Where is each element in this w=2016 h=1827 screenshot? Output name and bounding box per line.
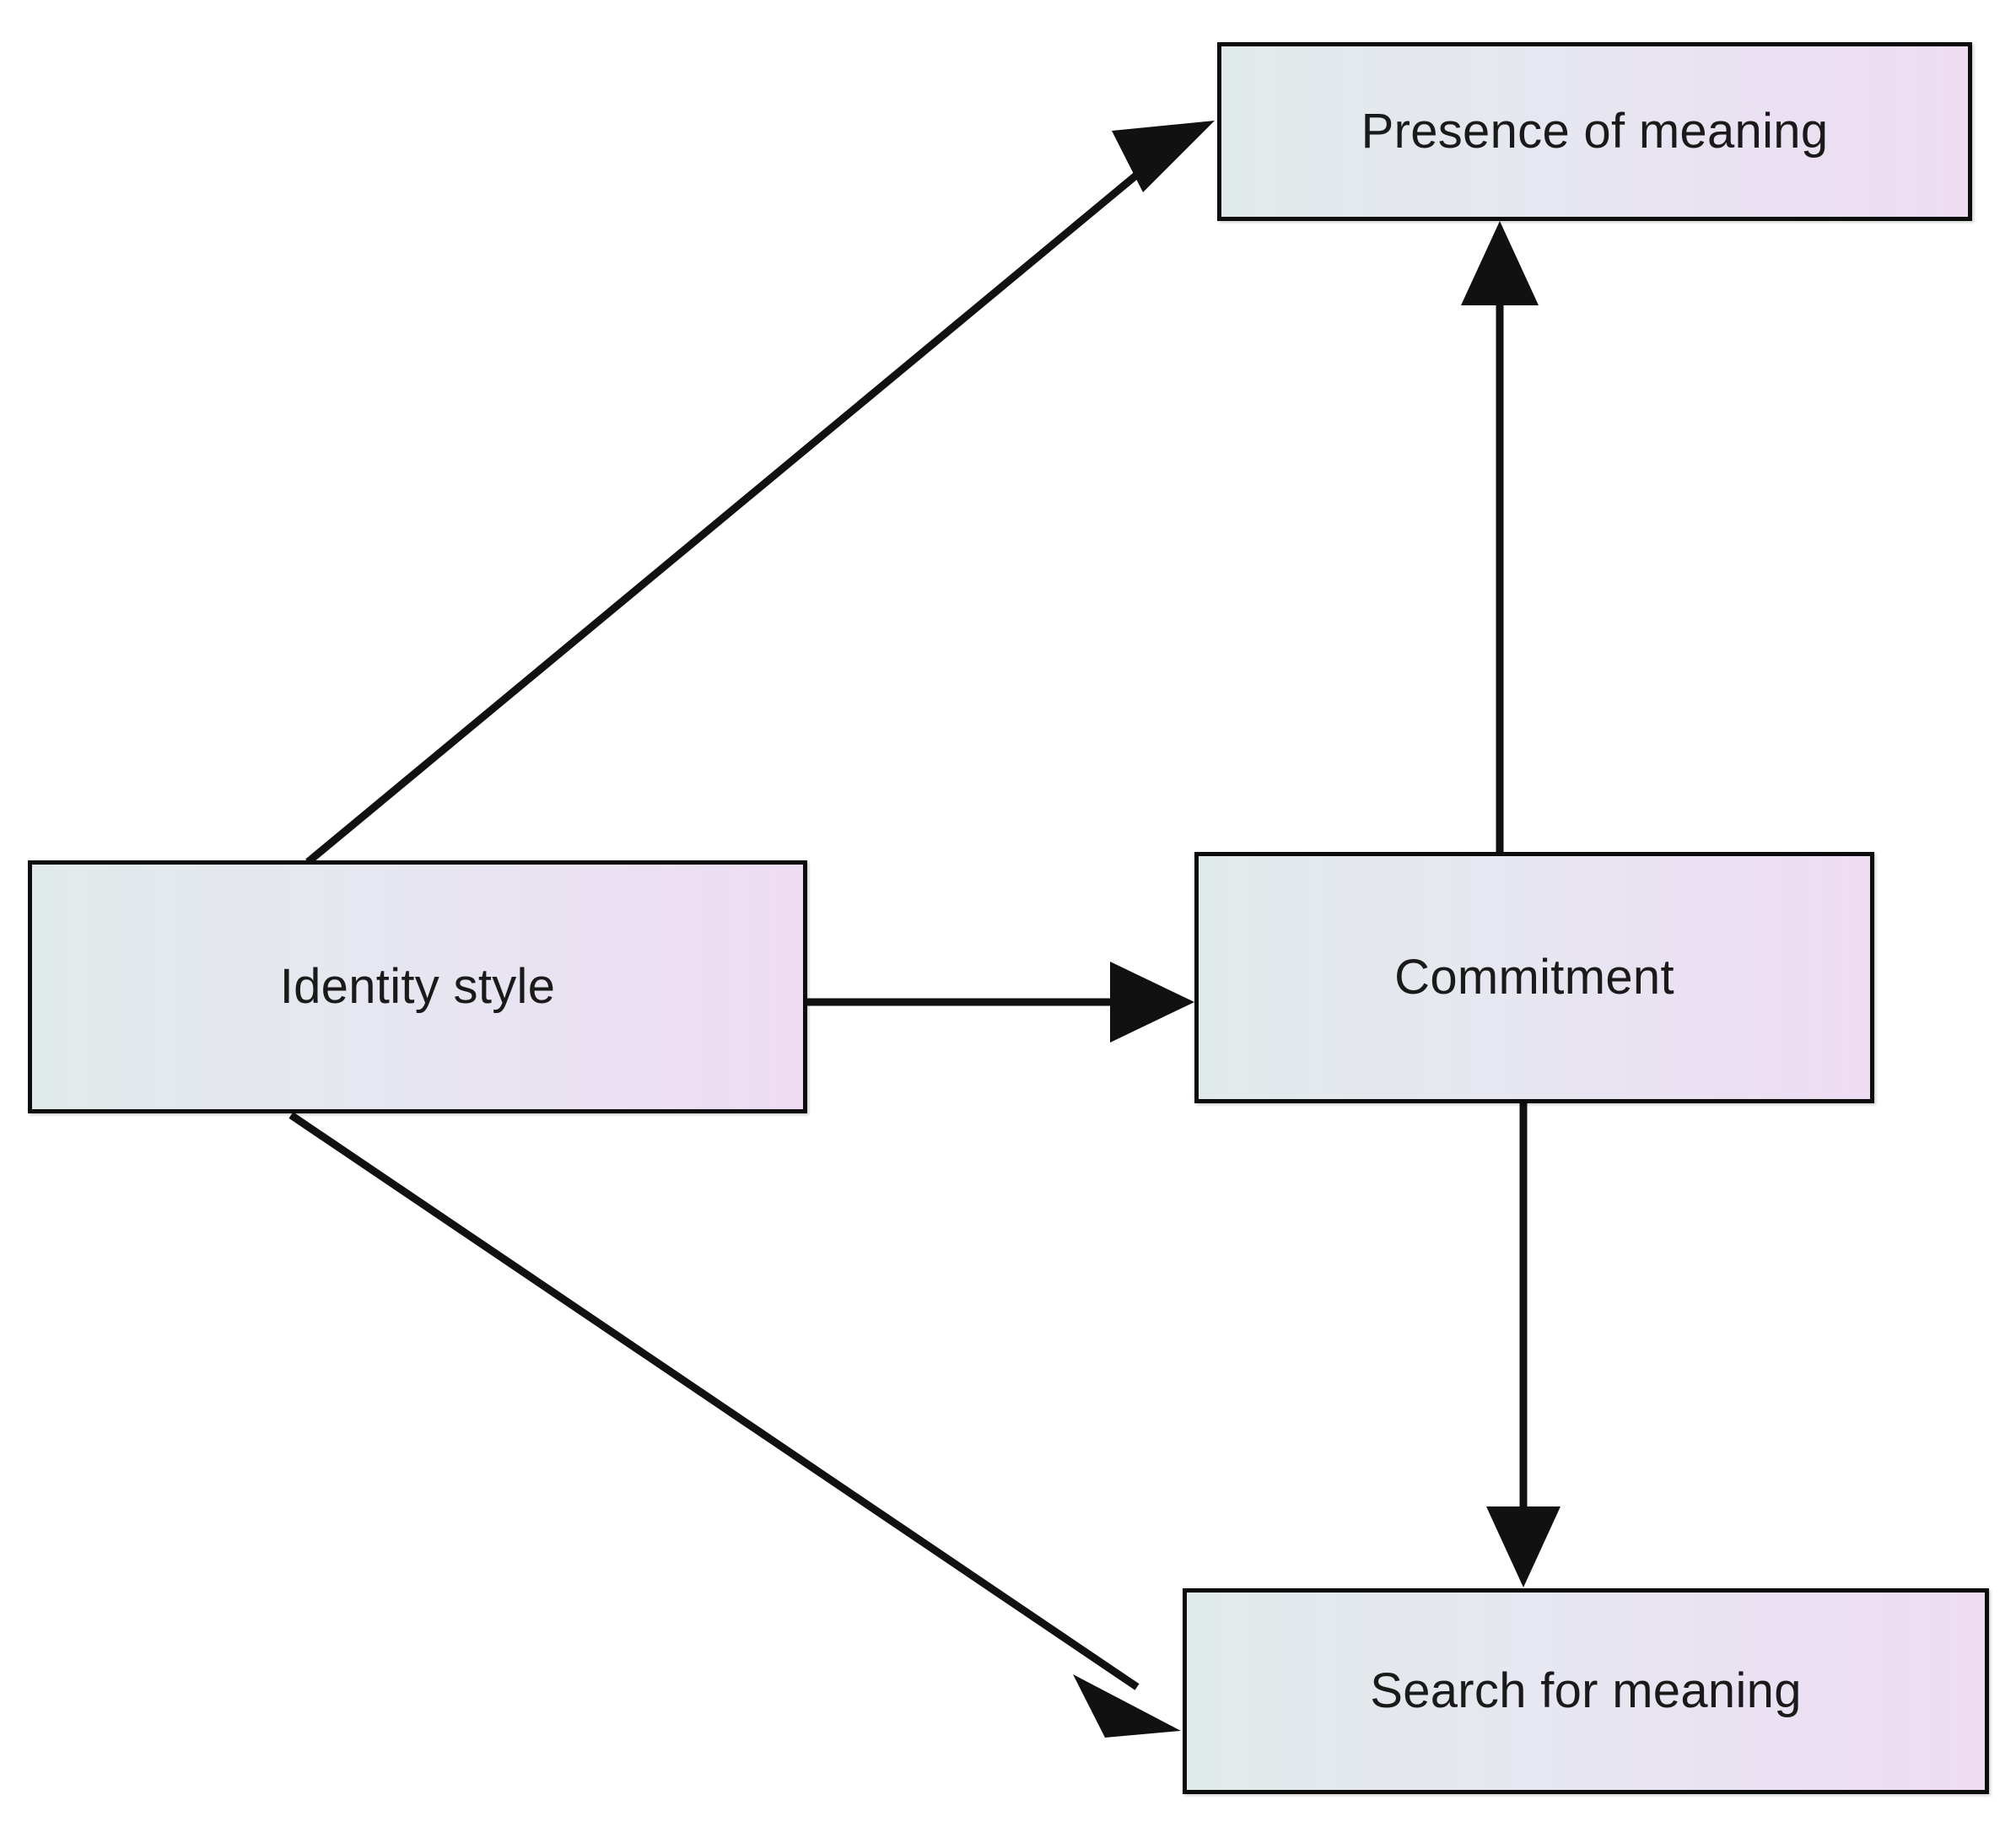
- node-commitment[interactable]: Commitment: [1194, 852, 1874, 1103]
- edge-identity-to-search: [288, 1112, 1181, 1738]
- node-commitment-label: Commitment: [1394, 950, 1674, 1005]
- edge-commitment-to-search: [1486, 1103, 1561, 1587]
- edge-identity-to-commitment: [807, 962, 1194, 1043]
- node-presence-of-meaning[interactable]: Presence of meaning: [1217, 42, 1972, 221]
- node-identity-style-label: Identity style: [279, 959, 556, 1015]
- node-presence-of-meaning-label: Presence of meaning: [1361, 104, 1829, 159]
- edge-commitment-to-presence: [1461, 221, 1539, 852]
- node-search-for-meaning-label: Search for meaning: [1370, 1663, 1802, 1719]
- edge-identity-to-presence: [305, 121, 1215, 865]
- node-identity-style[interactable]: Identity style: [28, 860, 807, 1113]
- node-search-for-meaning[interactable]: Search for meaning: [1183, 1588, 1989, 1794]
